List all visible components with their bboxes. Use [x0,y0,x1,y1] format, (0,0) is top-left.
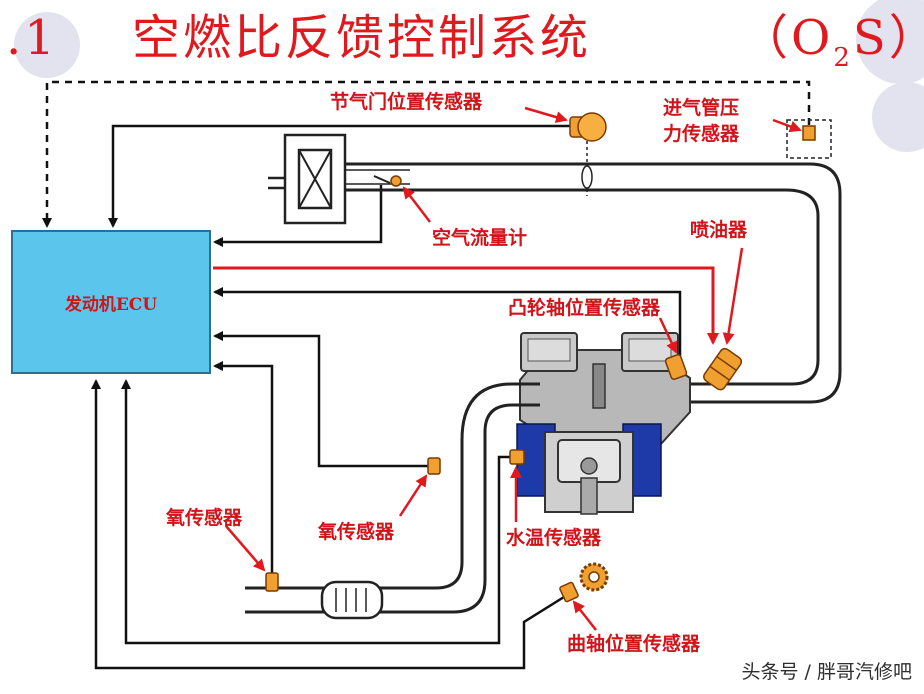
title-o2s: （O2S） [740,0,924,96]
map-sensor-box [786,119,832,159]
background-circle [872,82,924,152]
exhaust-pipe-inner [245,382,540,590]
map-signal-dashed-line [42,80,811,228]
background-circle [14,12,80,78]
injector-label: 喷油器 [690,219,748,241]
ecu-label: 发动机ECU [64,294,158,315]
catalytic-converter [320,580,384,620]
cam-signal-line [213,287,682,357]
air-flow-meter [390,175,402,187]
intake-pipe [505,162,842,404]
crank-signal-line [91,379,573,670]
cam-sensor-label: 凸轮轴位置传感器 [508,297,661,319]
air-flow-signal-line [213,185,383,247]
exhaust-pipe-outer [245,403,540,614]
crank-sensor [559,581,579,603]
crank-sensor-label: 曲轴位置传感器 [567,633,701,655]
rear-o2-signal-line [213,361,274,576]
coolant-signal-line [121,379,513,645]
title-paren-close: S） [852,10,924,66]
throttle-signal-line [108,124,572,228]
title-number: .1 [6,10,58,66]
coolant-sensor [509,449,525,465]
air-duct [345,162,505,192]
air-flow-meter-label: 空气流量计 [432,227,528,249]
title-text: 空燃比反馈控制系统 [132,10,592,66]
map-sensor-label-line2: 力传感器 [663,123,740,145]
title-subscript: 2 [833,43,853,73]
front-o2-signal-line [213,331,430,468]
front-o2-sensor [427,457,441,475]
map-sensor-label-line1: 进气管压 [663,97,740,119]
cam-sensor [664,354,688,380]
map-sensor [802,125,816,141]
intake-pipe-inner [505,188,820,386]
spark-plug [592,363,606,409]
title-paren-open: （O [740,10,834,66]
page-title: .1 空燃比反馈控制系统 （O2S） [0,0,924,80]
throttle-sensor-label: 节气门位置传感器 [330,91,483,113]
injector-control-line [213,266,719,345]
rear-o2-sensor [265,572,279,592]
watermark: 头条号 / 胖哥汽修吧 [741,661,912,683]
rear-o2-sensor-label: 氧传感器 [166,507,243,529]
injector [703,347,743,391]
ecu-box: 发动机ECU [11,230,211,374]
connecting-rod [580,477,598,515]
front-o2-sensor-label: 氧传感器 [318,521,395,543]
throttle-plate [581,165,593,189]
throttle-sensor-cap [577,112,607,142]
coolant-sensor-label: 水温传感器 [506,527,602,549]
